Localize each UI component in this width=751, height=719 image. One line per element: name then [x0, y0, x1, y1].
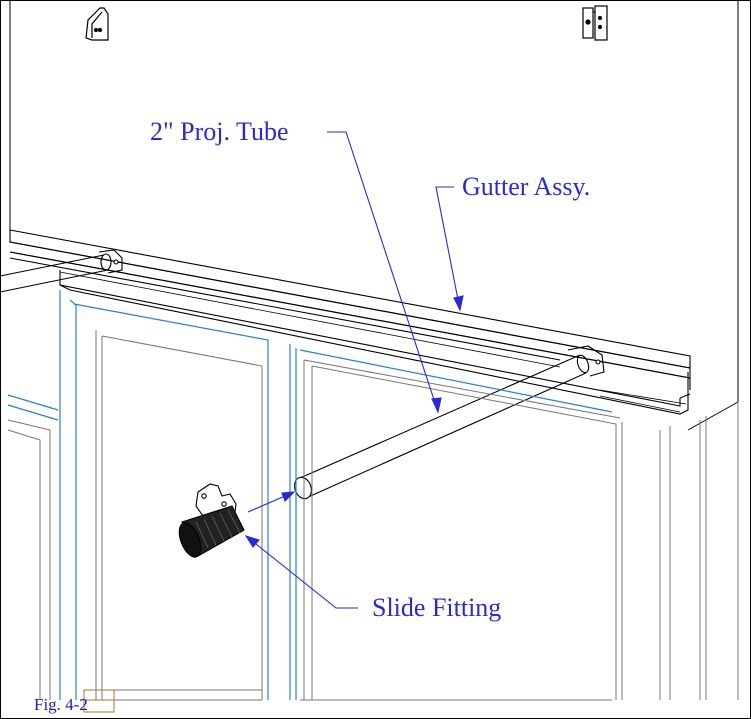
slide-fitting-label: Slide Fitting: [372, 593, 502, 622]
projection-tube-label: 2" Proj. Tube: [150, 117, 289, 146]
gutter-arrowhead: [453, 295, 464, 312]
tube-leader: [327, 131, 439, 413]
slide-arrowhead: [244, 535, 260, 548]
window-frames: [7, 290, 613, 700]
insertion-arrowhead: [281, 491, 296, 502]
gutter-assembly: [9, 229, 691, 415]
figure-caption: Fig. 4-2: [34, 695, 88, 714]
projection-tube: [294, 345, 605, 500]
lower-hardware: [83, 689, 115, 713]
tube-arrowhead: [431, 397, 442, 414]
top-bracket-left: [85, 7, 109, 41]
slide-fitting: [178, 483, 245, 558]
upper-wall-panel: [9, 0, 739, 431]
slide-leader: [245, 535, 358, 609]
left-projection-tube: [0, 249, 123, 293]
lower-framing: [7, 330, 739, 701]
top-bracket-right: [582, 5, 608, 41]
leader-lines: [244, 131, 464, 609]
gutter-leader: [435, 186, 461, 311]
gutter-assembly-label: Gutter Assy.: [462, 172, 591, 201]
